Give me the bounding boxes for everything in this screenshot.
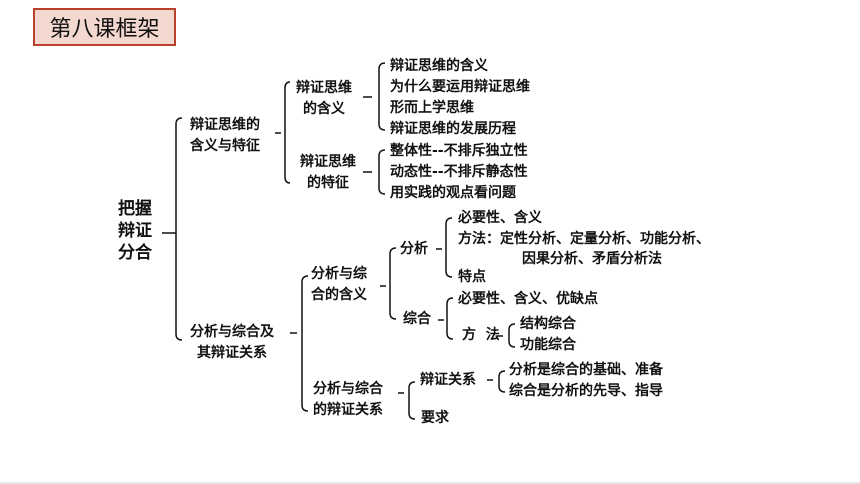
sub-label-line: 的含义 xyxy=(303,101,345,117)
branch1-sub1-item: 辩证思维的发展历程 xyxy=(390,121,516,137)
root-line: 把握 xyxy=(118,199,152,219)
relation-item: 综合是分析的先导、指导 xyxy=(509,383,663,399)
method-label: 方 法 xyxy=(462,327,500,343)
sub-label-line: 分析与综 xyxy=(311,266,367,282)
method-item: 功能综合 xyxy=(520,337,576,353)
sub-label-line: 的辩证关系 xyxy=(313,402,383,418)
requirement-label: 要求 xyxy=(421,410,449,426)
branch1-sub2-item: 整体性--不排斥独立性 xyxy=(390,143,528,159)
relation-label: 辩证关系 xyxy=(420,372,476,388)
branch1-sub2-label: 辩证思维 的特征 xyxy=(300,152,356,194)
branch1-label-line: 含义与特征 xyxy=(190,138,260,154)
synthesis-item: 必要性、含义、优缺点 xyxy=(458,291,598,307)
branch1-sub2-item: 用实践的观点看问题 xyxy=(390,185,516,201)
page-title: 第八课框架 xyxy=(33,8,176,46)
sub-label-line: 分析与综合 xyxy=(313,381,383,397)
root-line: 辩证 xyxy=(118,221,152,241)
branch2-label-line: 其辩证关系 xyxy=(197,345,267,361)
branch2-sub2-label: 分析与综合 的辩证关系 xyxy=(313,379,383,421)
branch1-sub1-item: 为什么要运用辩证思维 xyxy=(390,79,530,95)
analysis-item: 特点 xyxy=(458,269,486,285)
analysis-item: 因果分析、矛盾分析法 xyxy=(522,251,662,267)
sub-label-line: 的特征 xyxy=(307,175,349,191)
branch1-sub1-item: 辩证思维的含义 xyxy=(390,58,488,74)
sub-label-line: 合的含义 xyxy=(311,287,367,303)
relation-item: 分析是综合的基础、准备 xyxy=(509,362,663,378)
branch1-sub2-item: 动态性--不排斥静态性 xyxy=(390,164,528,180)
root-node: 把握 辩证 分合 xyxy=(118,198,152,264)
analysis-item: 必要性、含义 xyxy=(458,210,542,226)
branch1-sub1-label: 辩证思维 的含义 xyxy=(296,78,352,120)
analysis-label: 分析 xyxy=(400,241,428,257)
root-line: 分合 xyxy=(118,243,152,263)
branch2-label-line: 分析与综合及 xyxy=(190,324,274,340)
bottom-divider xyxy=(0,482,860,484)
sub-label-line: 辩证思维 xyxy=(300,154,356,170)
synthesis-label: 综合 xyxy=(403,311,431,327)
sub-label-line: 辩证思维 xyxy=(296,80,352,96)
branch2-sub1-label: 分析与综 合的含义 xyxy=(311,264,367,306)
method-item: 结构综合 xyxy=(520,316,576,332)
branch1-label-line: 辩证思维的 xyxy=(190,117,260,133)
branch2-label: 分析与综合及 其辩证关系 xyxy=(190,322,274,364)
analysis-item: 方法：定性分析、定量分析、功能分析、 xyxy=(458,231,710,247)
branch1-label: 辩证思维的 含义与特征 xyxy=(190,115,260,157)
branch1-sub1-item: 形而上学思维 xyxy=(390,100,474,116)
